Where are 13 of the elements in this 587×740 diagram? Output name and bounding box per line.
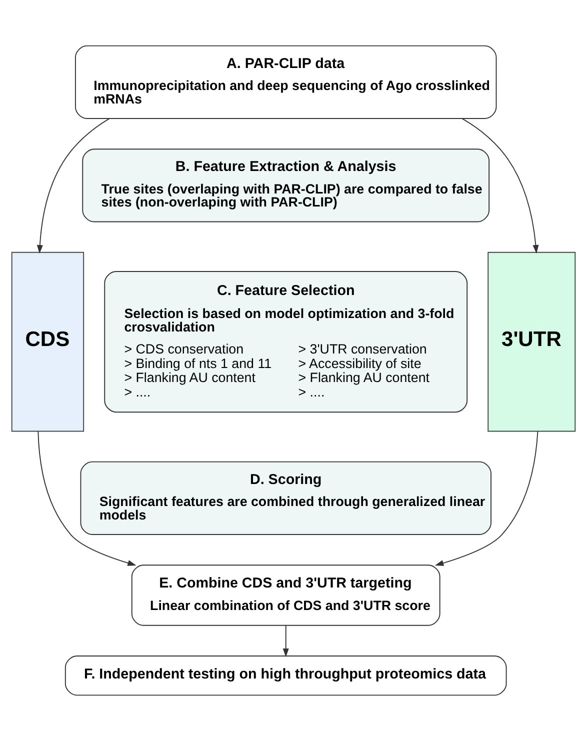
arrow bbox=[434, 430, 538, 566]
node-box: 3'UTR bbox=[488, 251, 576, 432]
node-box: F. Independent testing on high throughput proteomics data bbox=[64, 654, 507, 696]
arrow bbox=[38, 430, 136, 566]
node-box: C. Feature Selection Selection is based on model optimization and 3-fold crosvalidation > CDS conservation > Binding of nts 1 and 11 > Flanking AU content > .... > 3'UTR conservation > Accessibility of site > Flanking AU content > .... bbox=[104, 270, 468, 412]
arrow bbox=[462, 118, 539, 254]
arrow bbox=[282, 624, 289, 657]
node-box: A. PAR-CLIP data Immunoprecipitation and deep sequencing of Ago crosslinked mRNAs bbox=[74, 44, 497, 118]
node-box: CDS bbox=[11, 251, 84, 432]
node-box: D. Scoring Significant features are combined through generalized linear models bbox=[80, 460, 492, 534]
node-box: E. Combine CDS and 3'UTR targeting Linear combination of CDS and 3'UTR score bbox=[131, 564, 440, 626]
arrow bbox=[36, 118, 110, 254]
node-box: B. Feature Extraction & Analysis True sites (overlaping with PAR-CLIP) are compared to false sites (non-overlaping with PAR-CLIP) bbox=[82, 148, 490, 222]
